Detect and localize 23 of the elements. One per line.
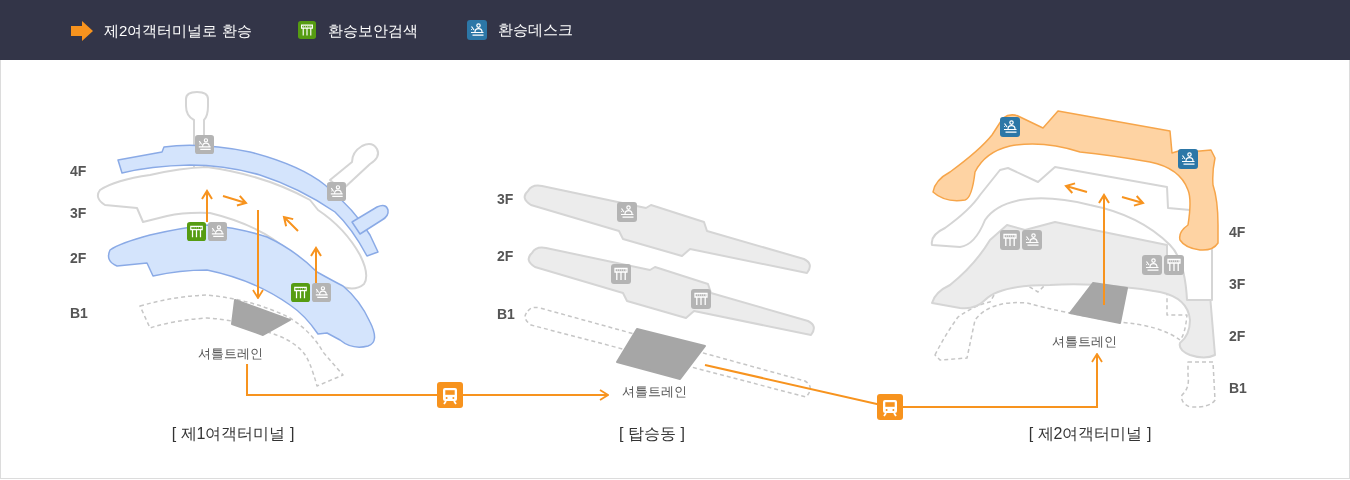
arrow — [252, 209, 264, 299]
floor-label: 3F — [1229, 276, 1246, 292]
floor-label: 2F — [497, 248, 514, 264]
building-caption: [ 제2여객터미널 ] — [1028, 424, 1152, 443]
floor-label: 4F — [70, 163, 87, 179]
building-caption: [ 제1여객터미널 ] — [171, 424, 295, 443]
floor-label: B1 — [497, 306, 515, 322]
floor-label: 2F — [1229, 328, 1246, 344]
floor-label: B1 — [1229, 380, 1247, 396]
building-caption: [ 탑승동 ] — [619, 424, 685, 443]
floor-label: 3F — [70, 205, 87, 221]
arrow — [246, 363, 609, 401]
floor-label: B1 — [70, 305, 88, 321]
floor-label: 4F — [1229, 224, 1246, 240]
legend-text: 환승데스크 — [498, 21, 573, 39]
arrow — [704, 353, 1103, 408]
floor-label: 3F — [497, 191, 514, 207]
legend-text: 환승보안검색 — [328, 22, 418, 40]
station-label: 셔틀트레인 — [622, 384, 687, 399]
station-label: 셔틀트레인 — [198, 346, 263, 361]
floor-label: 2F — [70, 250, 87, 266]
station-label: 셔틀트레인 — [1052, 334, 1117, 349]
legend-text: 제2여객터미널로 환승 — [104, 22, 252, 40]
